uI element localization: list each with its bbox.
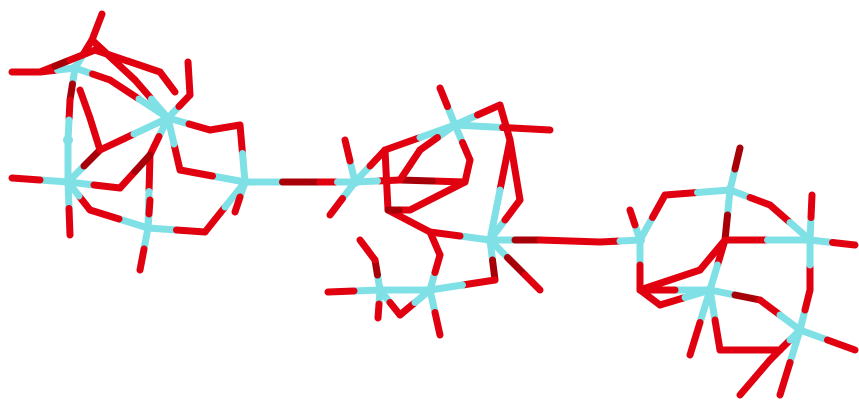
- bond-84: [726, 144, 744, 194]
- bond-46: [451, 121, 554, 134]
- metal-atom-15: [795, 325, 805, 335]
- bond-94: [706, 286, 764, 304]
- bond-100: [706, 286, 724, 354]
- bond-37: [156, 68, 179, 96]
- bond-7: [8, 174, 72, 186]
- bond-50: [351, 176, 404, 186]
- bond-89: [721, 186, 734, 244]
- bond-49: [396, 176, 469, 186]
- bond-5: [64, 96, 74, 144]
- metal-atom-14: [705, 285, 715, 295]
- metal-atom-11: [635, 235, 645, 245]
- bond-55: [536, 236, 604, 246]
- bond-41: [341, 136, 359, 186]
- bond-52: [496, 101, 514, 144]
- bond-58: [381, 146, 392, 214]
- bond-3: [88, 10, 106, 44]
- bond-31: [164, 114, 184, 174]
- bond-30: [176, 166, 249, 186]
- bond-88: [806, 191, 816, 244]
- bond-22: [136, 224, 152, 274]
- bond-47: [451, 121, 474, 164]
- bond-68: [426, 228, 444, 259]
- bond-106: [766, 346, 784, 364]
- bond-56: [426, 228, 494, 244]
- bond-73: [406, 178, 469, 214]
- bond-36: [91, 46, 164, 76]
- bond-86: [766, 201, 814, 244]
- bond-12: [76, 86, 94, 122]
- metal-atom-0: [63, 135, 73, 145]
- metal-atom-6: [350, 177, 360, 187]
- bond-85: [726, 186, 774, 209]
- bond-96: [796, 326, 859, 354]
- bond-82: [636, 191, 669, 244]
- bond-26: [86, 206, 152, 232]
- metal-atom-4: [143, 223, 153, 233]
- bond-16: [184, 58, 194, 99]
- metal-atom-10: [425, 285, 435, 295]
- bond-43: [351, 146, 389, 186]
- bond-network: [8, 10, 859, 399]
- bond-62: [324, 286, 384, 296]
- bond-19: [236, 121, 249, 186]
- bond-65: [356, 236, 379, 264]
- bond-93: [686, 286, 714, 359]
- metal-atom-13: [805, 235, 815, 245]
- bond-95: [756, 296, 804, 334]
- bond-9: [64, 146, 104, 186]
- bond-78: [396, 146, 424, 184]
- metal-atom-8: [485, 235, 495, 245]
- bond-66: [426, 286, 444, 339]
- metal-atom-3: [63, 177, 73, 187]
- bond-8: [64, 178, 74, 239]
- bond-98: [796, 286, 814, 334]
- bond-76: [396, 286, 434, 319]
- bond-79: [596, 236, 644, 246]
- bond-18: [206, 121, 244, 134]
- metal-atom-2: [163, 113, 173, 123]
- bond-60: [426, 276, 499, 294]
- bond-51: [451, 101, 504, 129]
- metal-atom-1: [70, 63, 80, 73]
- bond-70: [521, 271, 544, 294]
- bond-23: [144, 224, 209, 236]
- bond-35: [66, 46, 99, 64]
- bond-45: [436, 84, 459, 129]
- bond-72: [506, 136, 524, 204]
- bond-11: [86, 114, 104, 154]
- metal-atom-9: [375, 285, 385, 295]
- bond-108: [636, 266, 704, 294]
- bond-105: [736, 356, 774, 399]
- bond-83: [661, 186, 734, 199]
- bond-87: [806, 236, 859, 249]
- metal-atom-5: [240, 177, 250, 187]
- metal-atom-7: [450, 120, 460, 130]
- bond-13: [71, 64, 114, 84]
- metal-atom-12: [725, 185, 735, 195]
- bond-29: [116, 151, 154, 192]
- bond-10: [96, 114, 172, 154]
- bond-67: [426, 251, 444, 294]
- bond-42: [326, 178, 359, 219]
- bond-17: [164, 114, 214, 134]
